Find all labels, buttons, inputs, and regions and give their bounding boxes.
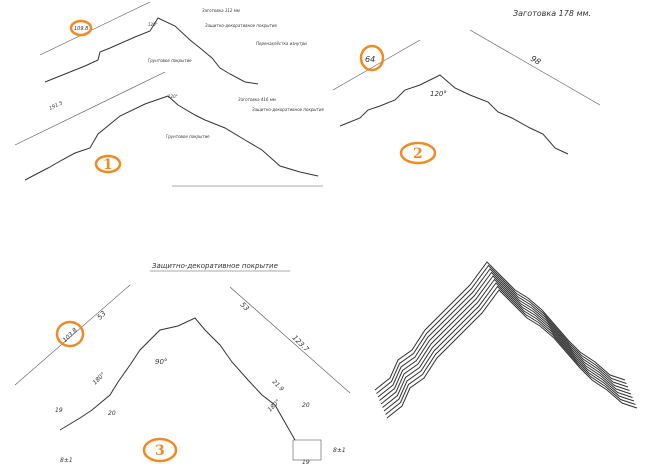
highlight-ring-2 [359, 44, 385, 72]
label-ring-1 [94, 154, 122, 174]
dim-20-right: 20 [302, 402, 310, 409]
dim-lower-total: 191.5 [48, 100, 64, 111]
drawing-2: Заготовка 178 мм. 98 120° 64 2 [332, 9, 601, 165]
highlight-ring-1 [69, 19, 93, 37]
dim-right-total-3: 123.7 [291, 334, 311, 354]
drawing-3: Защитно-декоративное покрытие 53 53 123.… [14, 262, 351, 466]
drawing-1: Заготовка 312 мм Защитно-декоративное по… [14, 1, 324, 187]
stacked-profiles-3d [374, 261, 638, 419]
drawing-label-2: 2 [413, 146, 423, 162]
drawing-label-1: 1 [103, 157, 113, 173]
label-ring-3 [142, 437, 178, 463]
dim-highlight-2: 64 [365, 55, 375, 64]
stacked-profile-line [383, 282, 635, 412]
dim-19-left: 19 [55, 407, 63, 414]
profile-upper [44, 17, 259, 85]
dim-21-9: 21.9 [271, 378, 286, 393]
angle-3: 90° [155, 358, 167, 366]
primer-lower-label: Грунтовое покрытие [166, 134, 210, 139]
dim-20-left: 20 [108, 410, 116, 417]
dim-left-3: 53 [96, 309, 108, 321]
coating-upper-label: Защитно-декоративное покрытие [205, 23, 277, 28]
stacked-profile-line [377, 268, 629, 398]
stacked-profile-line [380, 275, 632, 405]
stacked-profile-line [385, 285, 636, 415]
dim-right-2: 98 [529, 54, 542, 67]
blank-lower-label: Заготовка 416 мм [238, 97, 276, 102]
stacked-profile-line [374, 261, 626, 391]
profile-3 [59, 317, 296, 441]
dim-highlight-1: 109.8 [74, 26, 88, 32]
angle-2: 120° [430, 90, 447, 98]
stacked-profile-line [379, 271, 630, 401]
overlap-note: Перенахлёстка изнутри [256, 41, 307, 46]
coating-lower-label: Защитно-декоративное покрытие [252, 107, 324, 112]
blank-upper-label: Заготовка 312 мм [202, 8, 240, 13]
stacked-profile-line [386, 289, 638, 419]
profile-lower [24, 95, 319, 181]
label-ring-2 [399, 141, 437, 165]
dim-highlight-3: 103.8 [62, 327, 79, 344]
drawing-label-3: 3 [155, 443, 165, 459]
tol-right: 8±1 [333, 447, 346, 454]
dim-19-right: 19 [302, 459, 310, 466]
angle-lower: 120° [168, 94, 178, 99]
dim-right-3: 53 [239, 301, 251, 313]
stacked-profile-line [376, 264, 627, 394]
blank-label-2: Заготовка 178 мм. [513, 9, 591, 18]
profile-2 [339, 74, 569, 155]
coating-label-3: Защитно-декоративное покрытие [152, 262, 278, 270]
tol-left: 8±1 [60, 457, 73, 464]
angle-upper: 120° [148, 22, 158, 27]
highlight-ring-3 [55, 320, 85, 348]
stacked-profile-line [382, 278, 633, 408]
primer-upper-label: Грунтовое покрытие [148, 58, 192, 63]
angle-left-fold: 180° [91, 371, 106, 386]
